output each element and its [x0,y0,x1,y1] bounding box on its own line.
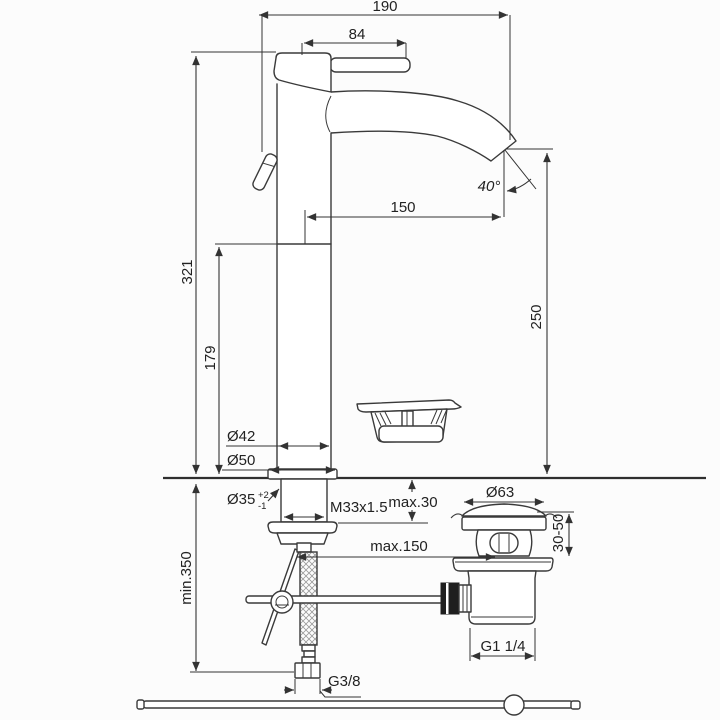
label-shank-thread: M33x1.5 [330,499,388,516]
waste-lower-flange [452,557,554,572]
dim-spout-angle-arc [506,178,532,194]
spout-outline [330,90,517,162]
label-max-deck-thickness: max.30 [388,494,437,511]
hole-diameter-leader [267,488,280,502]
mounting-washer [267,521,338,534]
under-deck-assembly [245,478,445,679]
side-connector [440,582,460,615]
label-rod-reach-max: max.150 [370,538,428,555]
fixing-bracket [356,399,462,443]
label-spout-underside-height: 179 [202,345,219,370]
hose-nipple [296,542,312,553]
label-outlet-height: 250 [528,304,545,329]
handle-base [273,52,332,93]
body-column [277,84,331,470]
spout [331,90,516,161]
waste-tailpiece [467,570,537,625]
label-handle-length: 84 [349,26,366,43]
label-waste-adjust-range: 30-50 [550,514,567,552]
plug-flange [461,516,547,531]
threaded-shank [280,478,328,523]
label-waste-thread: G1 1/4 [480,638,525,655]
side-lever [252,153,278,191]
rod-ball [503,694,525,716]
label-hole-tol-minus: -1 [258,501,266,512]
label-hose-thread: G3/8 [328,673,361,690]
plug-dome [461,503,547,517]
label-base-diameter: Ø50 [227,452,255,469]
hose-nut [294,662,321,679]
label-hole-diameter: Ø35 [227,491,255,508]
faucet-body [252,52,517,480]
dimension-lines [190,11,574,698]
dimension-labels: 190 84 321 179 250 min.350 30-50 150 40°… [178,0,567,690]
label-body-diameter: Ø42 [227,428,255,445]
angle-reference-line [504,149,537,190]
label-spout-reach: 150 [390,199,415,216]
label-hose-min-length: min.350 [178,551,195,604]
label-overall-depth: 190 [372,0,397,15]
lever-slot [489,532,519,554]
label-hole-tol-plus: +2 [258,490,269,501]
handle-lever [329,57,411,73]
label-spout-angle: 40° [478,178,501,195]
mounting-nut [276,532,329,545]
label-total-height: 321 [179,259,196,284]
label-waste-cap-diameter: Ø63 [486,484,514,501]
rod-joint-ball [270,590,294,614]
popup-rod-bottom [136,694,581,716]
spout-fillet [325,95,332,133]
waste-drain-assembly [440,503,558,625]
